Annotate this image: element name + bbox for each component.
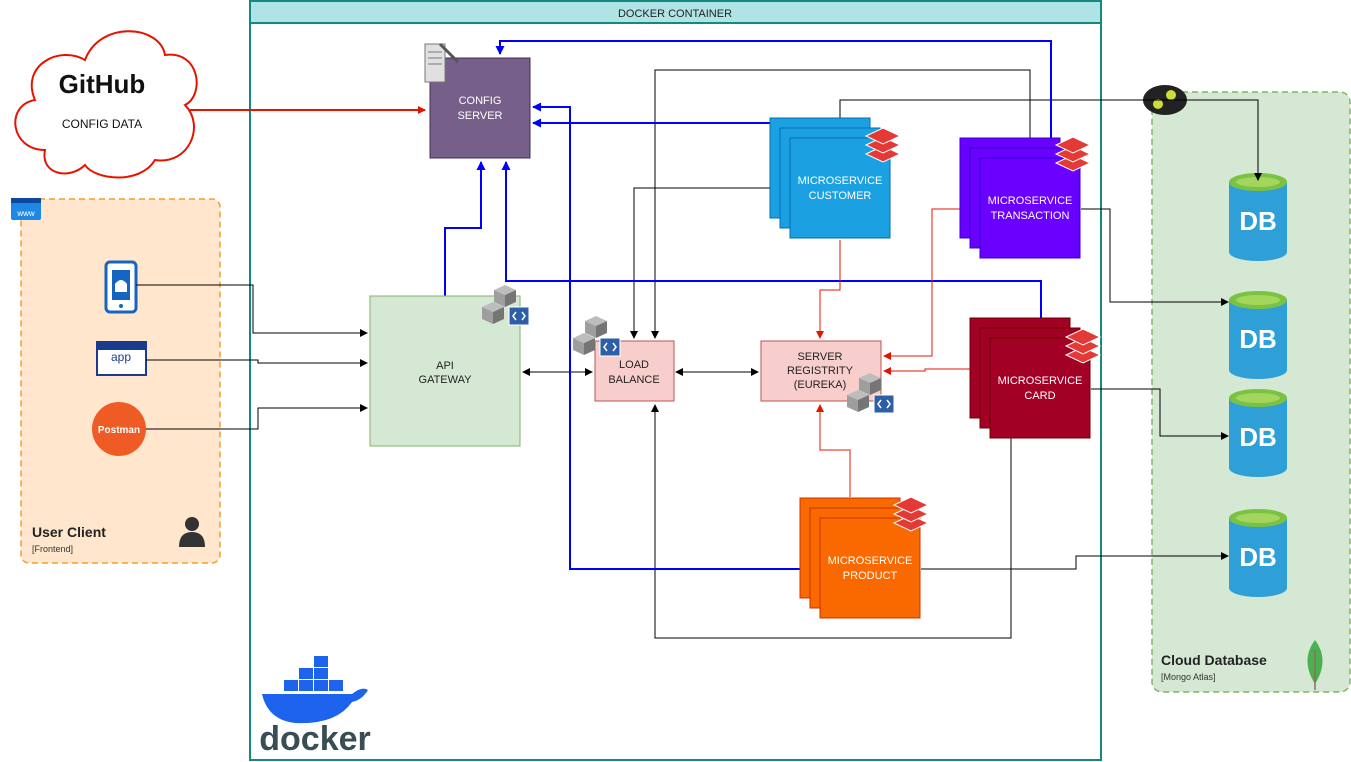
svg-text:TRANSACTION: TRANSACTION (991, 210, 1070, 222)
db-label: DB (1239, 324, 1277, 354)
svg-text:PRODUCT: PRODUCT (843, 570, 898, 582)
config-server[interactable]: CONFIG SERVER (429, 57, 531, 159)
user-client-title: User Client (32, 524, 106, 540)
svg-text:SERVER: SERVER (457, 110, 502, 122)
server-registry[interactable]: SERVER REGISTRITY (EUREKA) (760, 340, 882, 402)
android-phone-icon (104, 260, 138, 314)
cluster-cube-icon (482, 285, 530, 326)
svg-text:Postman: Postman (98, 425, 140, 436)
svg-text:API: API (436, 360, 454, 372)
docker-logo: docker (259, 656, 371, 758)
cluster-cube-icon (847, 373, 895, 414)
svg-text:MICROSERVICE: MICROSERVICE (998, 375, 1083, 387)
docker-whale-icon (262, 656, 368, 724)
microservice-product[interactable]: MICROSERVICE PRODUCT (799, 497, 921, 619)
docker-container-title: DOCKER CONTAINER (618, 8, 732, 20)
layers-icon (1064, 328, 1102, 364)
database-icon: DB (1229, 173, 1287, 261)
cloud-database-subtitle: [Mongo Atlas] (1161, 672, 1216, 682)
svg-text:MICROSERVICE: MICROSERVICE (828, 555, 913, 567)
user-icon (179, 517, 205, 547)
db-label: DB (1239, 206, 1277, 236)
cluster-cube-icon (573, 316, 621, 357)
user-client-subtitle: [Frontend] (32, 544, 73, 554)
svg-text:SERVER: SERVER (797, 351, 842, 363)
docker-wordmark: docker (259, 720, 371, 758)
cloud-database-title: Cloud Database (1161, 652, 1267, 668)
svg-text:MICROSERVICE: MICROSERVICE (988, 195, 1073, 207)
app-window-icon: app (96, 341, 147, 376)
svg-text:CARD: CARD (1024, 390, 1055, 402)
mongodb-leaf-icon (1307, 640, 1323, 690)
svg-text:LOAD: LOAD (619, 359, 649, 371)
database-icon: DB (1229, 389, 1287, 477)
svg-text:www: www (16, 209, 35, 218)
github-title: GitHub (59, 69, 146, 99)
www-browser-icon: www (11, 198, 41, 220)
svg-text:CONFIG: CONFIG (459, 95, 502, 107)
svg-text:REGISTRITY: REGISTRITY (787, 365, 854, 377)
db-label: DB (1239, 542, 1277, 572)
layers-icon (892, 496, 930, 532)
github-cloud: GitHub CONFIG DATA (14, 30, 198, 179)
layers-icon (1054, 136, 1092, 172)
server-config-icon (424, 42, 460, 83)
microservice-card[interactable]: MICROSERVICE CARD (969, 317, 1091, 439)
database-icon: DB (1229, 291, 1287, 379)
svg-text:CUSTOMER: CUSTOMER (809, 190, 872, 202)
load-balance[interactable]: LOAD BALANCE (594, 340, 675, 402)
database-icon: DB (1229, 509, 1287, 597)
svg-text:app: app (111, 350, 131, 364)
svg-text:BALANCE: BALANCE (608, 374, 659, 386)
layers-icon (864, 127, 902, 163)
svg-text:MICROSERVICE: MICROSERVICE (798, 175, 883, 187)
db-label: DB (1239, 422, 1277, 452)
github-subtitle: CONFIG DATA (62, 117, 142, 131)
svg-text:(EUREKA): (EUREKA) (794, 379, 847, 391)
svg-text:GATEWAY: GATEWAY (419, 374, 473, 386)
postman-icon: Postman (92, 402, 146, 456)
microservice-transaction[interactable]: MICROSERVICE TRANSACTION (959, 137, 1081, 259)
user-client-group: www app Postman User Client [Frontend] (11, 198, 221, 564)
